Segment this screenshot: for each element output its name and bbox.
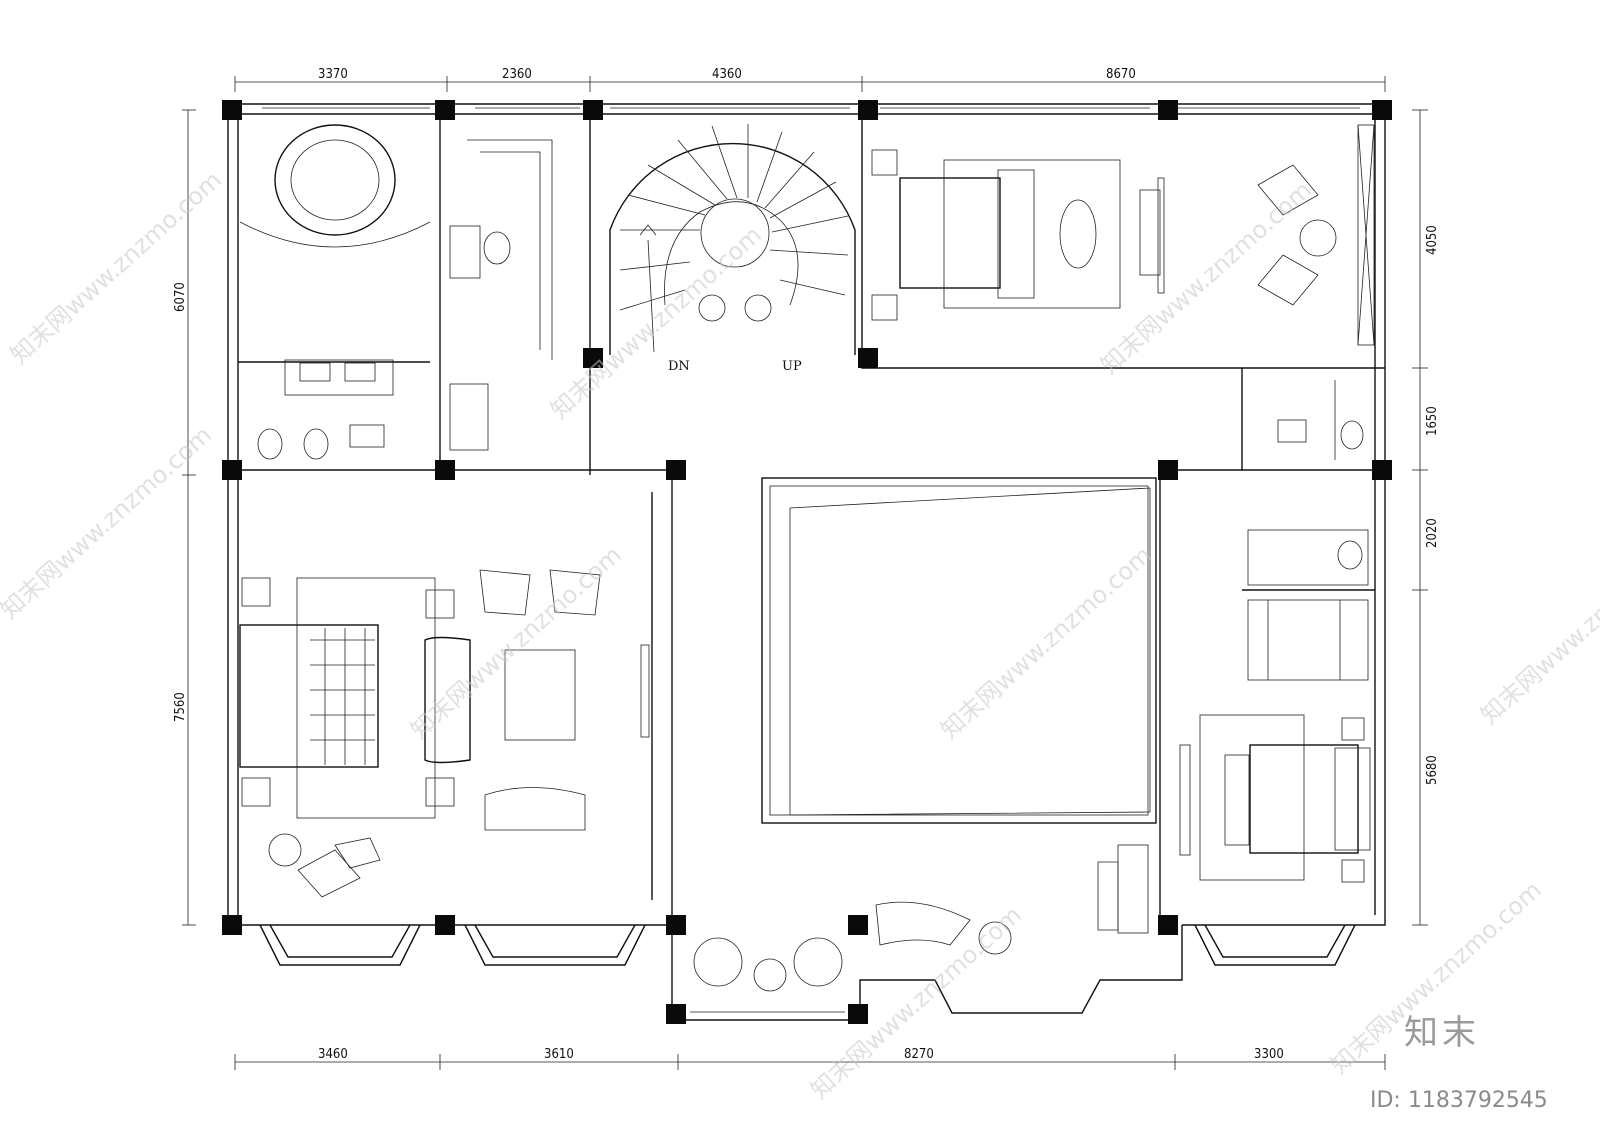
structural-columns — [222, 100, 1392, 1024]
toilet-bath-1 — [257, 424, 385, 460]
piano-lounge — [693, 844, 1149, 992]
watermark-text: 知末网www.znzmo.com — [5, 166, 227, 370]
walls — [227, 103, 1386, 1021]
top-dimension-chain: 3370 2360 4360 8670 — [234, 67, 1386, 92]
watermark-text: 知末网www.znzmo.com — [1095, 176, 1317, 380]
brand-logo: 知末 — [1404, 1013, 1480, 1053]
watermark-text: 知末网www.znzmo.com — [545, 221, 767, 425]
dimension-top-3: 4360 — [712, 67, 742, 82]
dimension-top-4: 8670 — [1106, 67, 1136, 82]
right-dimension-chain: 4050 1650 2020 5680 — [1412, 109, 1440, 926]
dimension-bottom-2: 3610 — [544, 1047, 574, 1062]
dimension-top-2: 2360 — [502, 67, 532, 82]
master-bedroom — [239, 569, 650, 898]
stair-up-label: UP — [782, 359, 802, 374]
dimension-right-1: 4050 — [1425, 225, 1440, 255]
bedroom-top-right — [871, 124, 1375, 346]
dimension-bottom-4: 3300 — [1254, 1047, 1284, 1062]
bottom-dimension-chain: 3460 3610 8270 3300 — [234, 1047, 1386, 1070]
central-void — [761, 477, 1157, 824]
dimension-bottom-3: 8270 — [904, 1047, 934, 1062]
image-id-label: ID: 1183792545 — [1370, 1088, 1548, 1113]
bathtub — [239, 124, 431, 248]
watermark-text: 知末网www.znzmo.com — [805, 901, 1027, 1105]
dimension-right-3: 2020 — [1425, 518, 1440, 548]
stair-down-label: DN — [668, 359, 690, 374]
dimension-left-2: 7560 — [173, 692, 188, 722]
ensuite-bath-right — [1277, 380, 1364, 460]
walk-in-closet — [449, 139, 553, 451]
closet-right — [1247, 529, 1369, 681]
watermark-text: 知末网www.znzmo.com — [1475, 526, 1600, 730]
vanity-sinks — [284, 359, 394, 396]
watermark-text: 知末网www.znzmo.com — [0, 421, 217, 625]
watermark-text: 知末网www.znzmo.com — [405, 541, 627, 745]
watermark-text: 知末网www.znzmo.com — [935, 541, 1157, 745]
dimension-top-1: 3370 — [318, 67, 348, 82]
dimension-right-2: 1650 — [1425, 406, 1440, 436]
dimension-right-4: 5680 — [1425, 755, 1440, 785]
spiral-staircase: DN UP — [609, 124, 856, 374]
dimension-left-1: 6070 — [173, 282, 188, 312]
bedroom-bottom-right — [1179, 714, 1371, 883]
left-dimension-chain: 6070 7560 — [173, 109, 196, 926]
dimension-bottom-1: 3460 — [318, 1047, 348, 1062]
